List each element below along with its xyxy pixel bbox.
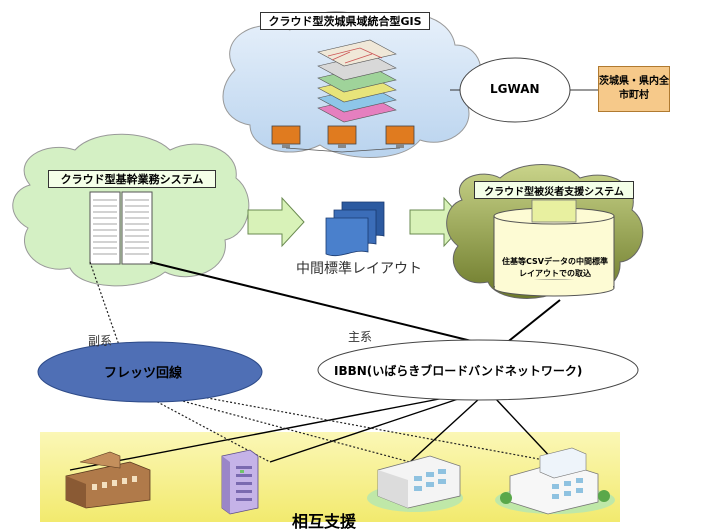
municipalities-box: 茨城県・県内全市町村: [598, 66, 670, 112]
arrow-to-layout: [247, 196, 305, 248]
flets-label: フレッツ回線: [104, 366, 183, 381]
document-stack-icon: [325, 201, 385, 257]
tower-building-icon: [221, 449, 259, 515]
gis-title-box: クラウド型茨城県域統合型GIS: [260, 12, 430, 30]
ibbn-label: IBBN(いばらきブロードバンドネットワーク): [334, 364, 583, 378]
core-system-box: クラウド型基幹業務システム: [48, 170, 216, 188]
municipalities-label: 茨城県・県内全市町村: [599, 76, 669, 101]
ibbn-ellipse: [317, 339, 639, 401]
city-hall-building-icon: [65, 451, 151, 509]
server-rack-icon: [89, 191, 153, 265]
monitor-icons: [271, 125, 415, 153]
layout-label: 中間標準レイアウト: [296, 261, 422, 277]
lgwan-label: LGWAN: [490, 82, 540, 96]
map-layers-icon: [317, 39, 397, 123]
csv-import-label: 住基等CSVデータの中間標準レイアウトでの取込: [502, 257, 608, 278]
database-icon: [493, 199, 615, 297]
office-building-icon: [367, 455, 463, 512]
main-line-label: 主系: [348, 330, 373, 344]
flets-ellipse: [37, 341, 263, 403]
sub-line-label: 副系: [88, 334, 113, 348]
mutual-support-label: 相互支援: [292, 512, 357, 531]
campus-building-icon: [495, 447, 615, 515]
victim-system-box: クラウド型被災者支援システム: [474, 181, 634, 199]
network-lines: [149, 261, 561, 349]
